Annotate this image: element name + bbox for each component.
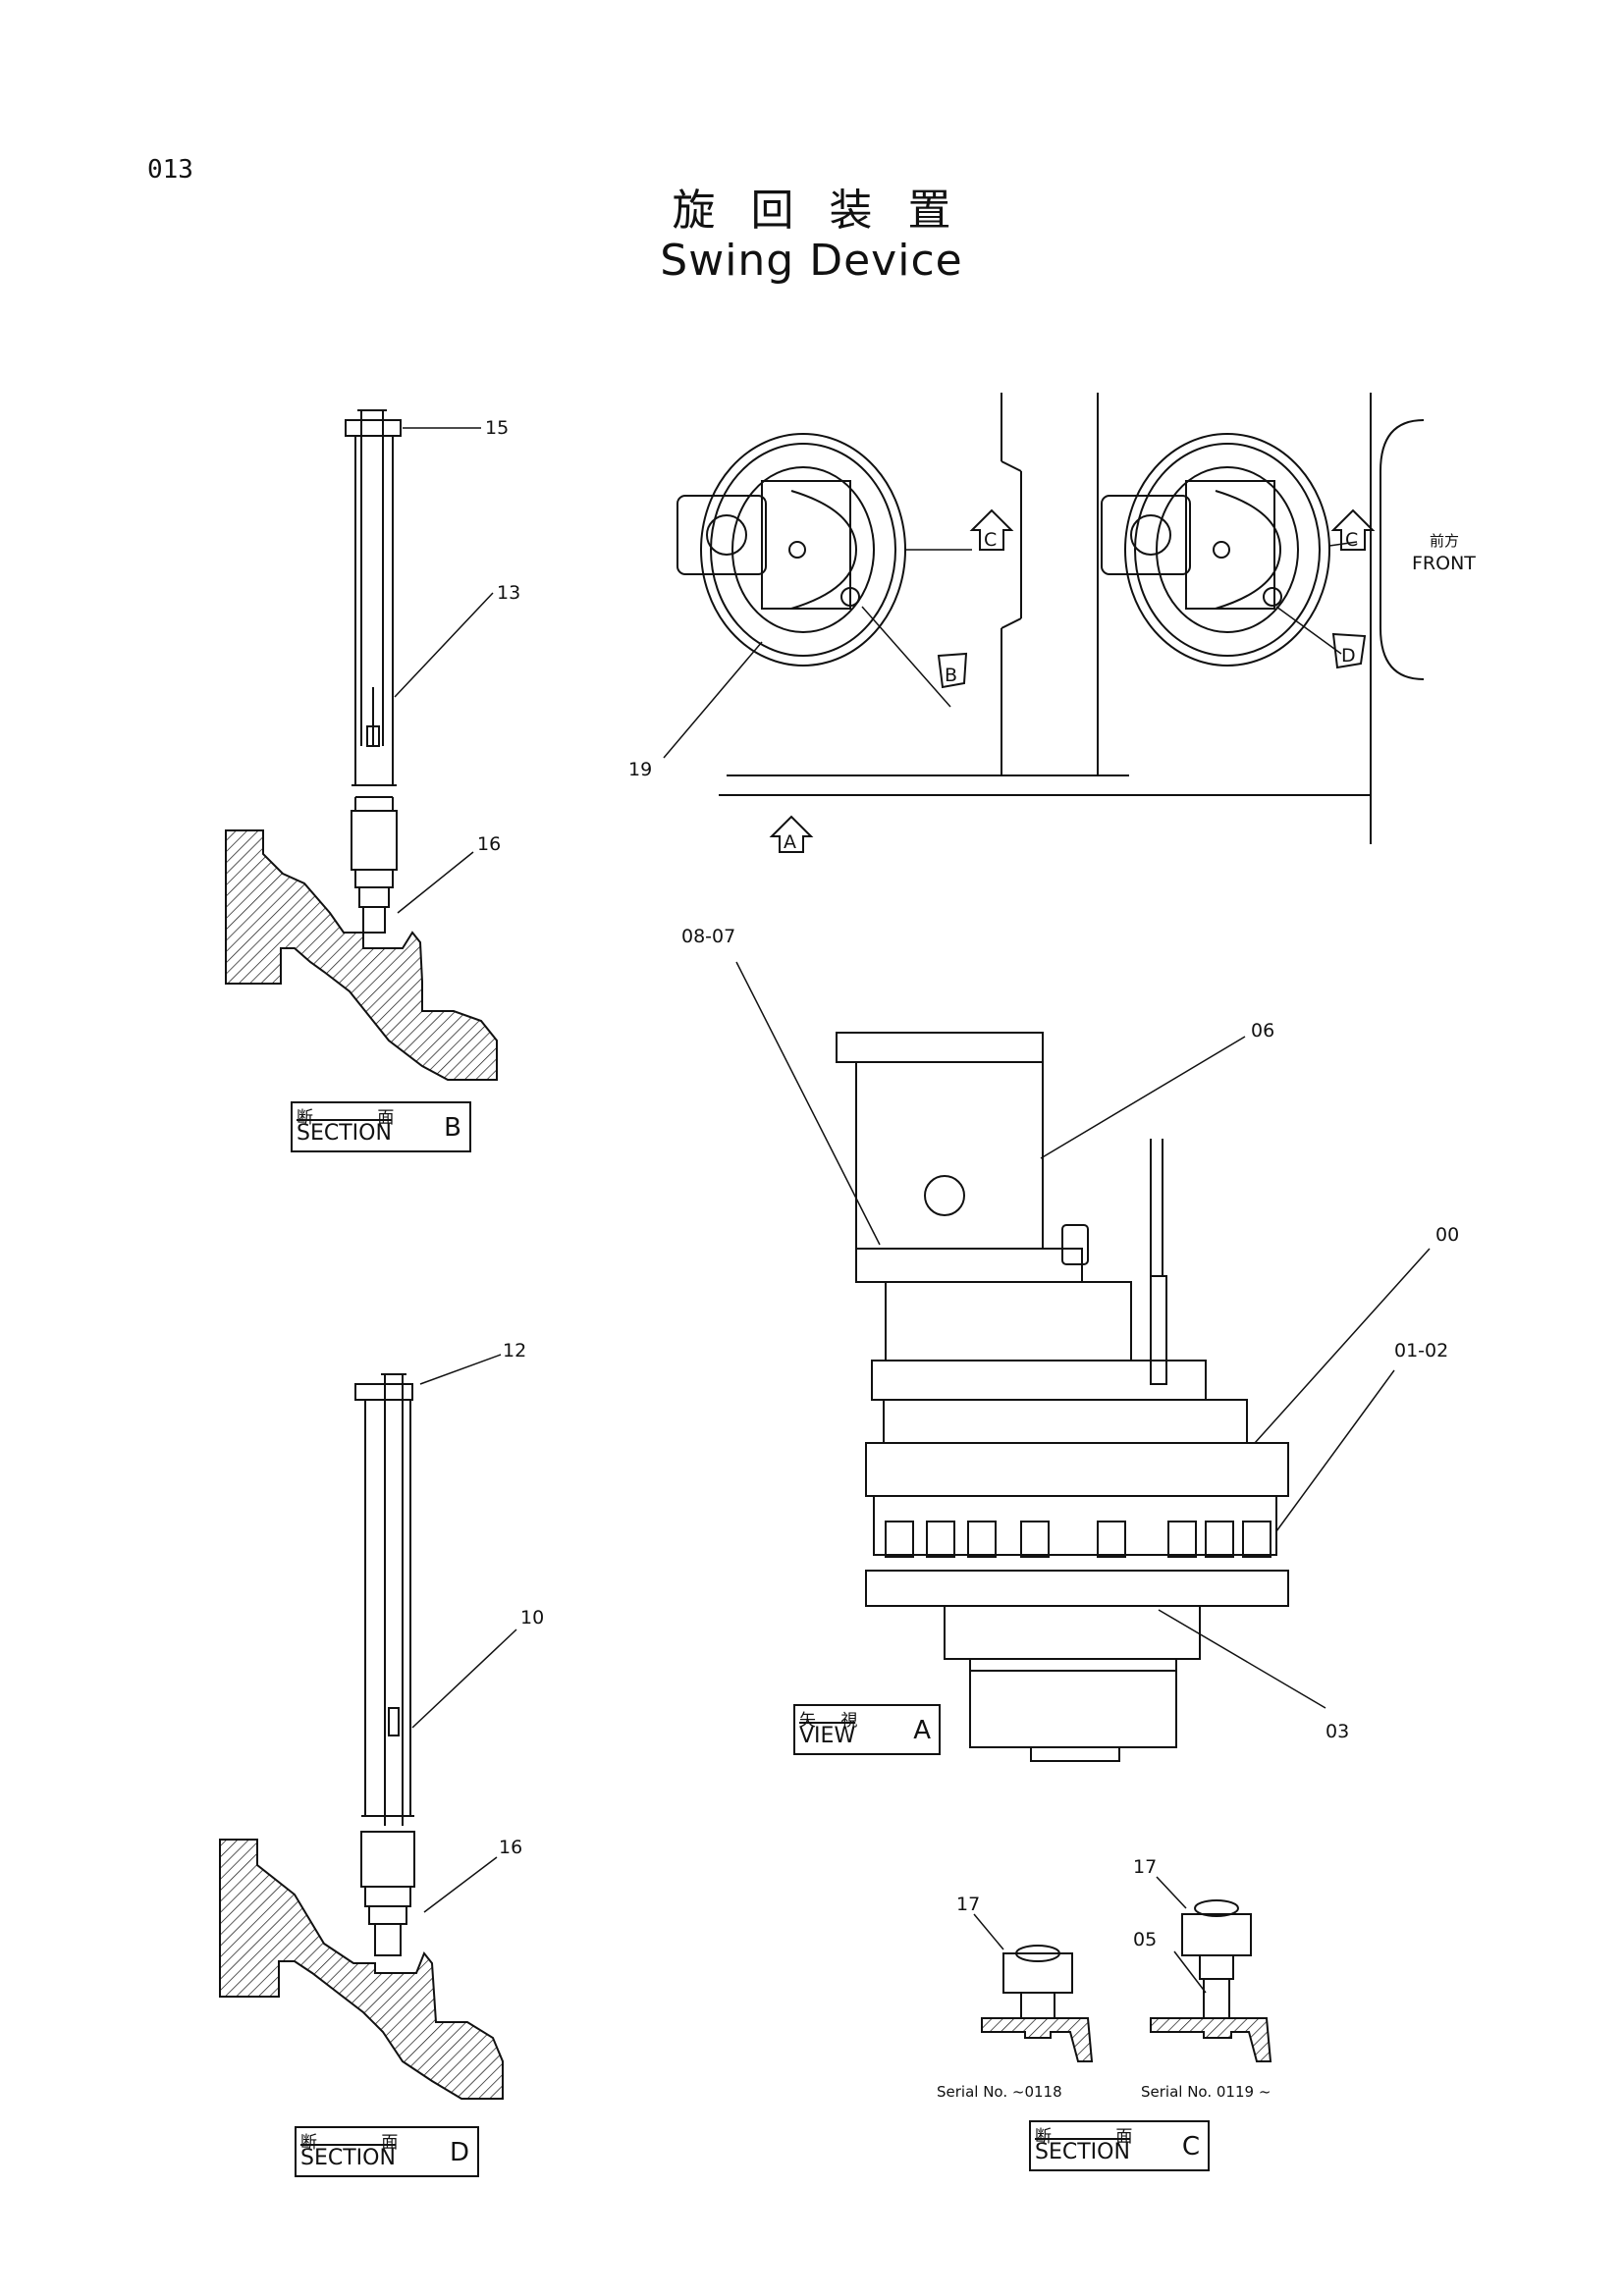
view-arrow-c-right: C (1345, 529, 1358, 551)
section-d-label: 断 面 SECTION D (295, 2126, 479, 2177)
callout-01-02: 01-02 (1394, 1340, 1448, 1362)
serial-note-left: Serial No. ~0118 (937, 2083, 1062, 2101)
section-d-en: SECTION (300, 2146, 396, 2170)
callout-00: 00 (1435, 1224, 1459, 1246)
callout-13: 13 (497, 582, 520, 604)
view-a-drawing (735, 961, 1431, 1762)
section-d-drawing (219, 1354, 517, 2100)
view-arrow-c-left: C (984, 529, 997, 551)
callout-16-b: 16 (499, 1837, 522, 1858)
front-label-en: FRONT (1412, 553, 1476, 574)
view-a-label: 矢 視 VIEW A (793, 1704, 941, 1755)
callout-05: 05 (1133, 1929, 1157, 1950)
callout-19: 19 (628, 759, 652, 780)
view-arrow-d: D (1341, 645, 1356, 667)
view-a-en: VIEW (799, 1724, 856, 1748)
section-d-jp: 断 面 (300, 2133, 428, 2153)
section-b-jp: 断 面 (297, 1108, 424, 1128)
callout-17-a: 17 (956, 1894, 980, 1915)
callout-08-07: 08-07 (681, 926, 735, 947)
section-b-letter: B (444, 1113, 461, 1143)
front-label-jp: 前方 (1430, 532, 1459, 550)
bolt-row (885, 1521, 1271, 1558)
callout-06: 06 (1251, 1020, 1274, 1041)
callout-10: 10 (520, 1607, 544, 1629)
title-english: Swing Device (660, 236, 963, 286)
callout-03: 03 (1325, 1721, 1349, 1742)
serial-note-right: Serial No. 0119 ~ (1141, 2083, 1271, 2101)
section-c-letter: C (1181, 2132, 1200, 2162)
view-a-jp: 矢 視 (799, 1711, 868, 1731)
callout-12: 12 (503, 1340, 526, 1362)
section-b-drawing (225, 409, 498, 1081)
view-a-letter: A (913, 1716, 931, 1745)
section-c-label: 断 面 SECTION C (1029, 2120, 1210, 2171)
section-b-label: 断 面 SECTION B (291, 1101, 471, 1152)
callout-16-a: 16 (477, 833, 501, 855)
view-arrow-b: B (945, 665, 957, 686)
section-c-jp: 断 面 (1035, 2127, 1163, 2147)
top-view-drawing (663, 393, 1425, 853)
section-b-en: SECTION (297, 1121, 392, 1146)
section-c-en: SECTION (1035, 2140, 1130, 2164)
section-d-letter: D (449, 2138, 469, 2167)
title-japanese: 旋回装置 (672, 186, 987, 236)
callout-15: 15 (485, 417, 509, 439)
section-c-drawing (973, 1876, 1272, 2062)
callout-17-b: 17 (1133, 1856, 1157, 1878)
view-arrow-a: A (784, 831, 796, 853)
page-number: 013 (147, 155, 193, 185)
